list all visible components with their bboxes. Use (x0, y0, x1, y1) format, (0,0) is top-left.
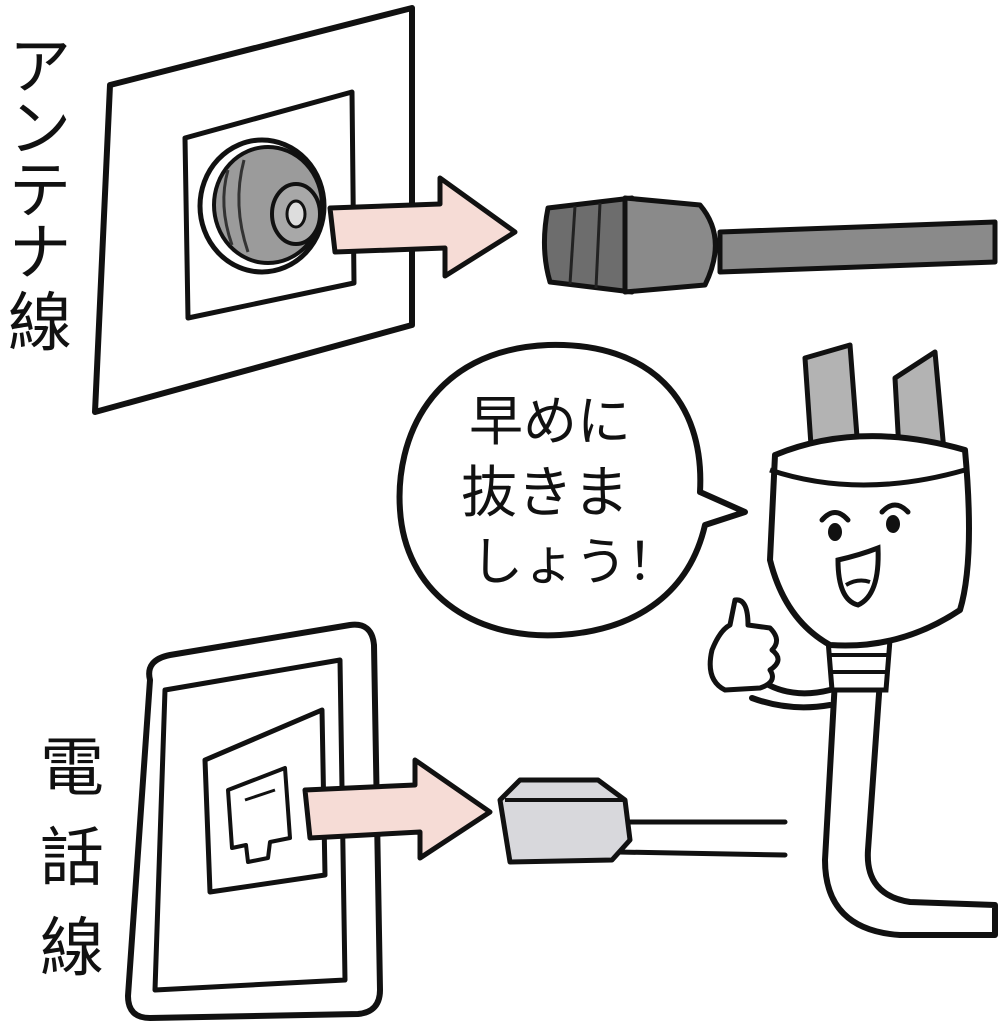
antenna-wall-outlet-icon (92, 5, 415, 415)
speech-line-2: 抜きま (461, 461, 629, 526)
antenna-label-char-4: ナ (9, 216, 71, 289)
antenna-label-char-2: ン (9, 92, 71, 165)
phone-line-label: 電 話 線 (40, 732, 104, 986)
coax-connector-icon (541, 195, 998, 295)
phone-label-char-3: 線 (40, 912, 104, 986)
speech-line-1: 早めに (469, 390, 631, 453)
phone-label-char-1: 電 (40, 732, 104, 806)
arrow-right-icon (302, 757, 493, 861)
power-plug-character-icon (707, 342, 998, 938)
antenna-line-label: ア ン テ ナ 線 (8, 30, 72, 361)
antenna-label-char-3: テ (9, 154, 71, 227)
arrow-right-icon (327, 175, 518, 279)
modular-connector-icon (497, 777, 788, 865)
speech-bubble: 早めに 抜きま しょう！ (396, 341, 748, 639)
speech-line-3: しょう！ (471, 533, 679, 593)
antenna-label-char-1: ア (9, 30, 71, 103)
phone-wall-jack-icon (125, 621, 383, 1021)
phone-label-char-2: 話 (40, 822, 104, 896)
antenna-label-char-5: 線 (8, 287, 72, 361)
